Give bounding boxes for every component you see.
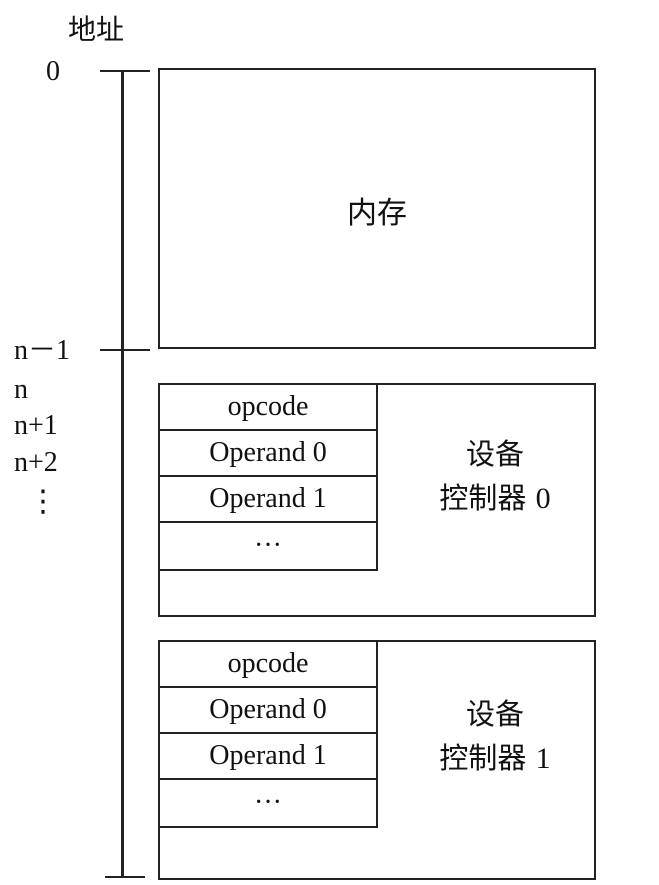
address-label-n-plus-1: n+1: [14, 410, 58, 441]
register-operand-0: Operand 0: [160, 688, 376, 734]
device-controller-0: opcode Operand 0 Operand 1 ··· 设备 控制器 0: [158, 383, 596, 617]
register-opcode: opcode: [160, 642, 376, 688]
device-controller-0-label: 设备 控制器 0: [400, 432, 590, 521]
device-controller-1-label: 设备 控制器 1: [400, 692, 590, 781]
device-label-line2: 控制器 1: [400, 736, 590, 781]
register-operand-1: Operand 1: [160, 734, 376, 780]
tick-bottom: [105, 876, 145, 878]
memory-block: 内存: [158, 68, 596, 349]
device-label-line1: 设备: [465, 437, 524, 471]
tick-zero: [100, 70, 150, 72]
register-ellipsis: ···: [254, 787, 282, 818]
register-ellipsis: ···: [254, 530, 282, 561]
address-axis-line: [121, 70, 124, 878]
device-controller-1: opcode Operand 0 Operand 1 ··· 设备 控制器 1: [158, 640, 596, 880]
address-label-n-plus-2: n+2: [14, 447, 58, 478]
device-label-index: 1: [535, 742, 551, 775]
tick-n-minus-1: [100, 349, 150, 351]
address-label-ellipsis: ⋮: [28, 484, 58, 519]
address-label-0: 0: [46, 56, 60, 87]
register-operand-0: Operand 0: [160, 431, 376, 477]
device-label-line1: 设备: [465, 697, 524, 731]
address-label-n-minus-1: n－1: [14, 335, 71, 366]
register-operand-1: Operand 1: [160, 477, 376, 523]
memory-label: 内存: [347, 196, 407, 231]
register-table-1: opcode Operand 0 Operand 1 ···: [158, 640, 378, 828]
device-label-line2: 控制器 0: [400, 476, 590, 521]
address-label-n: n: [14, 374, 28, 405]
address-axis-title: 地址: [68, 13, 125, 46]
register-opcode: opcode: [160, 385, 376, 431]
device-label-index: 0: [535, 482, 551, 515]
register-table-0: opcode Operand 0 Operand 1 ···: [158, 383, 378, 571]
device-label-name: 控制器: [439, 481, 527, 515]
device-label-name: 控制器: [439, 741, 527, 775]
